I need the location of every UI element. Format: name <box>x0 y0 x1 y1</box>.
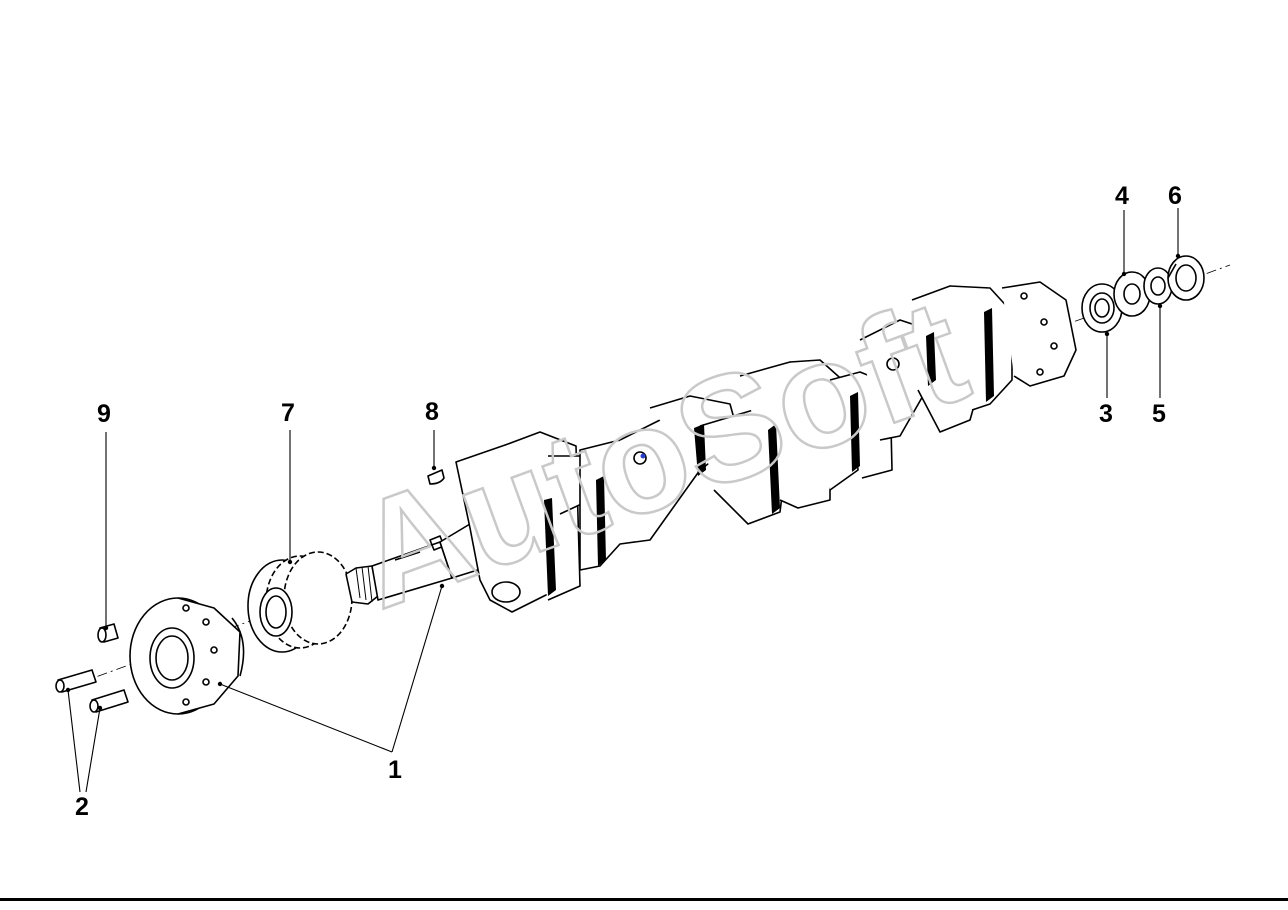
leader-dots <box>65 253 1181 711</box>
callout-7: 7 <box>281 399 295 427</box>
leader-lines <box>67 208 1179 793</box>
callout-5: 5 <box>1152 400 1166 428</box>
callout-6: 6 <box>1168 182 1182 210</box>
dowel-pin-lower <box>89 689 129 713</box>
callout-1: 1 <box>388 756 402 784</box>
callout-4: 4 <box>1115 182 1129 210</box>
dowel-pin-upper <box>55 669 97 693</box>
callout-8: 8 <box>425 398 439 426</box>
callout-3: 3 <box>1099 400 1113 428</box>
plug-part <box>97 623 119 643</box>
web-shading <box>544 308 994 596</box>
woodruff-key <box>427 469 445 485</box>
crankshaft-body <box>455 281 1077 613</box>
bottom-border <box>0 898 1288 901</box>
pilot-bearing <box>1081 283 1123 333</box>
callout-2: 2 <box>75 793 89 821</box>
crankshaft-nose <box>345 523 485 605</box>
front-hub-flange <box>129 597 245 715</box>
seal-6 <box>1167 255 1205 301</box>
callout-9: 9 <box>97 400 111 428</box>
timing-sprocket <box>247 551 353 653</box>
